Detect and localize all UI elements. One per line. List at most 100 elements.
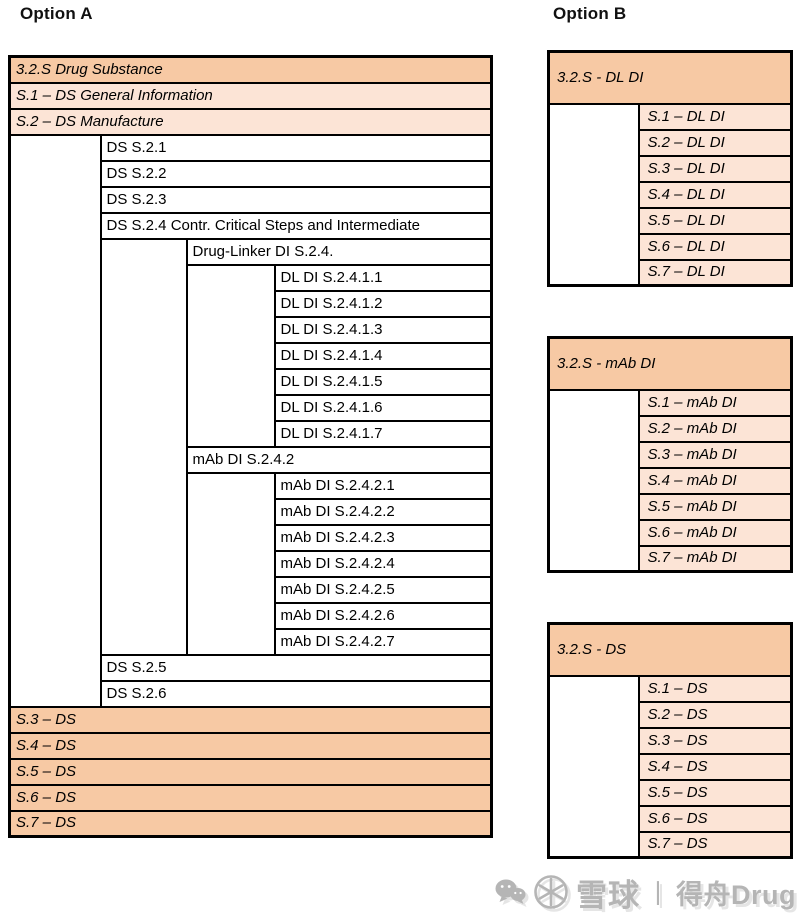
indent-cell-b1 — [547, 102, 640, 287]
table-row: DS S.2.4 Contr. Critical Steps and Inter… — [10, 211, 493, 240]
table-row: DL DI S.2.4.1.3 — [10, 315, 493, 344]
table-row: mAb DI S.2.4.2.5 — [10, 575, 493, 604]
row-b-dl: S.7 – DL DI — [637, 258, 793, 287]
table-row: S.1 – mAb DI — [547, 388, 793, 573]
table-row: 3.2.S Drug Substance — [8, 55, 493, 84]
row-b-ds: S.6 – DS — [637, 804, 793, 833]
row-mab-di: mAb DI S.2.4.2.4 — [273, 549, 493, 578]
row-drug-linker-header: Drug-Linker DI S.2.4. — [185, 237, 493, 266]
watermark: 雪球 丨 得舟Drug — [494, 870, 796, 914]
table-row: S.7 – DS — [8, 809, 493, 838]
table-row: Drug-Linker DI S.2.4. — [10, 237, 493, 656]
row-b-ds: S.1 – DS — [637, 674, 793, 703]
table-row: S.4 – DL DI — [549, 180, 793, 209]
table-row: S.1 – DS — [547, 674, 793, 859]
table-row: mAb DI S.2.4.2.6 — [10, 601, 493, 630]
table-row: S.5 – DL DI — [549, 206, 793, 235]
watermark-author-text: 得舟Drug — [676, 879, 796, 910]
wechat-icon — [494, 878, 526, 906]
row-b-mab: S.7 – mAb DI — [637, 544, 793, 573]
table-row: 3.2.S - DS — [547, 622, 793, 677]
row-s1-general-information: S.1 – DS General Information — [8, 81, 493, 110]
table-row: DL DI S.2.4.1.2 — [10, 289, 493, 318]
table-row: S.3 – DL DI — [549, 154, 793, 183]
table-row: S.4 – mAb DI — [549, 466, 793, 495]
table-row: S.6 – mAb DI — [549, 518, 793, 547]
row-dl-di: DL DI S.2.4.1.2 — [273, 289, 493, 318]
table-row: mAb DI S.2.4.2.3 — [10, 523, 493, 552]
table-row: S.7 – DL DI — [549, 258, 793, 287]
table-row: 3.2.S - DL DI — [547, 50, 793, 105]
row-ds-s24: DS S.2.4 Contr. Critical Steps and Inter… — [99, 211, 493, 240]
row-b-dl: S.4 – DL DI — [637, 180, 793, 209]
row-b-ds: S.2 – DS — [637, 700, 793, 729]
option-a-table: 3.2.S Drug Substance S.1 – DS General In… — [8, 55, 494, 838]
table-row: S.7 – DS — [549, 830, 793, 859]
indent-cell-level3-mab — [185, 471, 276, 656]
option-b-title: Option B — [553, 4, 627, 23]
indent-cell-level1 — [8, 133, 102, 708]
indent-cell-b3 — [547, 674, 640, 859]
table-row: DS S.2.6 — [10, 679, 493, 708]
table-row: S.6 – DS — [549, 804, 793, 833]
table-row: S.5 – DS — [8, 757, 493, 786]
row-b-mab-header: 3.2.S - mAb DI — [547, 336, 793, 391]
table-row: S.2 – DS Manufacture — [8, 107, 493, 136]
row-b-mab: S.5 – mAb DI — [637, 492, 793, 521]
row-mab-di: mAb DI S.2.4.2.1 — [273, 471, 493, 500]
table-row: S.6 – DL DI — [549, 232, 793, 261]
row-dl-di: DL DI S.2.4.1.5 — [273, 367, 493, 396]
row-mab-di: mAb DI S.2.4.2.6 — [273, 601, 493, 630]
row-b-ds: S.3 – DS — [637, 726, 793, 755]
row-b-dl: S.3 – DL DI — [637, 154, 793, 183]
table-row: S.4 – DS — [549, 752, 793, 781]
table-row: S.2 – mAb DI — [549, 414, 793, 443]
indent-cell-b2 — [547, 388, 640, 573]
row-mab-di: mAb DI S.2.4.2.3 — [273, 523, 493, 552]
option-b-dl-di-table: 3.2.S - DL DI S.1 – DL DI S.2 – DL DI S.… — [547, 50, 793, 287]
row-s2-manufacture: S.2 – DS Manufacture — [8, 107, 493, 136]
table-row: S.3 – mAb DI — [549, 440, 793, 469]
table-row: S.2 – DS — [549, 700, 793, 729]
table-row: DS S.2.2 — [10, 159, 493, 188]
table-row: DL DI S.2.4.1.1 — [10, 263, 493, 448]
row-dl-di: DL DI S.2.4.1.4 — [273, 341, 493, 370]
row-b-dl: S.6 – DL DI — [637, 232, 793, 261]
indent-cell-level2 — [99, 237, 188, 656]
row-mab-di: mAb DI S.2.4.2.2 — [273, 497, 493, 526]
row-s4-ds: S.4 – DS — [8, 731, 493, 760]
table-row: mAb DI S.2.4.2.7 — [10, 627, 493, 656]
table-row: DS S.2.3 — [10, 185, 493, 214]
option-b-ds-table: 3.2.S - DS S.1 – DS S.2 – DS S.3 – DS S.… — [547, 622, 794, 859]
table-row: DL DI S.2.4.1.6 — [10, 393, 493, 422]
table-row: S.1 – DS General Information — [8, 81, 493, 110]
table-row: S.1 – DL DI — [547, 102, 793, 287]
row-b-ds: S.5 – DS — [637, 778, 793, 807]
table-row: S.4 – DS — [8, 731, 493, 760]
row-ds-s23: DS S.2.3 — [99, 185, 493, 214]
row-b-ds: S.7 – DS — [637, 830, 793, 859]
table-row: DS S.2.1 — [8, 133, 493, 708]
row-dl-di: DL DI S.2.4.1.7 — [273, 419, 493, 448]
table-row: S.2 – DL DI — [549, 128, 793, 157]
option-a-title: Option A — [20, 4, 93, 23]
row-mab-di: mAb DI S.2.4.2.5 — [273, 575, 493, 604]
table-row: mAb DI S.2.4.2.2 — [10, 497, 493, 526]
row-ds-s26: DS S.2.6 — [99, 679, 493, 708]
row-dl-di: DL DI S.2.4.1.1 — [273, 263, 493, 292]
table-row: DL DI S.2.4.1.7 — [10, 419, 493, 448]
row-b-dl: S.5 – DL DI — [637, 206, 793, 235]
table-row: mAb DI S.2.4.2.1 — [10, 471, 493, 656]
row-s6-ds: S.6 – DS — [8, 783, 493, 812]
table-row: mAb DI S.2.4.2 — [10, 445, 493, 474]
row-dl-di: DL DI S.2.4.1.3 — [273, 315, 493, 344]
row-b-ds: S.4 – DS — [637, 752, 793, 781]
row-s5-ds: S.5 – DS — [8, 757, 493, 786]
row-ds-s25: DS S.2.5 — [99, 653, 493, 682]
row-b-mab: S.4 – mAb DI — [637, 466, 793, 495]
table-row: S.3 – DS — [549, 726, 793, 755]
table-row: DL DI S.2.4.1.5 — [10, 367, 493, 396]
row-drug-substance-header: 3.2.S Drug Substance — [8, 55, 493, 84]
table-row: S.7 – mAb DI — [549, 544, 793, 573]
row-dl-di: DL DI S.2.4.1.6 — [273, 393, 493, 422]
